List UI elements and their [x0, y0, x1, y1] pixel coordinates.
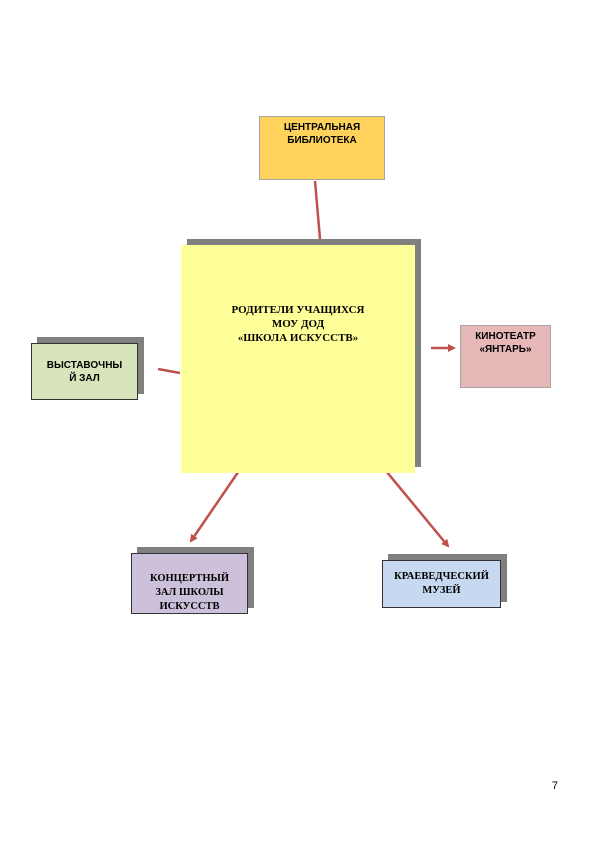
museum-node: КРАЕВЕДЧЕСКИЙ МУЗЕЙ — [382, 560, 501, 608]
center-node: РОДИТЕЛИ УЧАЩИХСЯ МОУ ДОД «ШКОЛА ИСКУССТ… — [181, 245, 415, 473]
connector-exhibition-hall — [157, 367, 181, 375]
page-number: 7 — [551, 780, 558, 792]
concert-hall-label: КОНЦЕРТНЫЙ ЗАЛ ШКОЛЫ ИСКУССТВ — [149, 573, 230, 612]
cinema-node-label: КИНОТЕАТР «ЯНТАРЬ» — [475, 331, 536, 355]
connector-concert-hall-arrow — [189, 461, 247, 543]
center-node-label: РОДИТЕЛИ УЧАЩИХСЯ МОУ ДОД «ШКОЛА ИСКУССТ… — [231, 304, 365, 344]
museum-label: КРАЕВЕДЧЕСКИЙ МУЗЕЙ — [394, 571, 489, 596]
library-node-label: ЦЕНТРАЛЬНАЯ БИБЛИОТЕКА — [283, 122, 361, 146]
library-node: ЦЕНТРАЛЬНАЯ БИБЛИОТЕКА — [259, 116, 385, 180]
exhibition-hall-label: ВЫСТАВОЧНЫ Й ЗАЛ — [46, 359, 123, 384]
cinema-node: КИНОТЕАТР «ЯНТАРЬ» — [460, 325, 551, 388]
concert-hall-node: КОНЦЕРТНЫЙ ЗАЛ ШКОЛЫ ИСКУССТВ — [131, 553, 248, 614]
connector-library — [313, 180, 322, 240]
exhibition-hall-node: ВЫСТАВОЧНЫ Й ЗАЛ — [31, 343, 138, 400]
